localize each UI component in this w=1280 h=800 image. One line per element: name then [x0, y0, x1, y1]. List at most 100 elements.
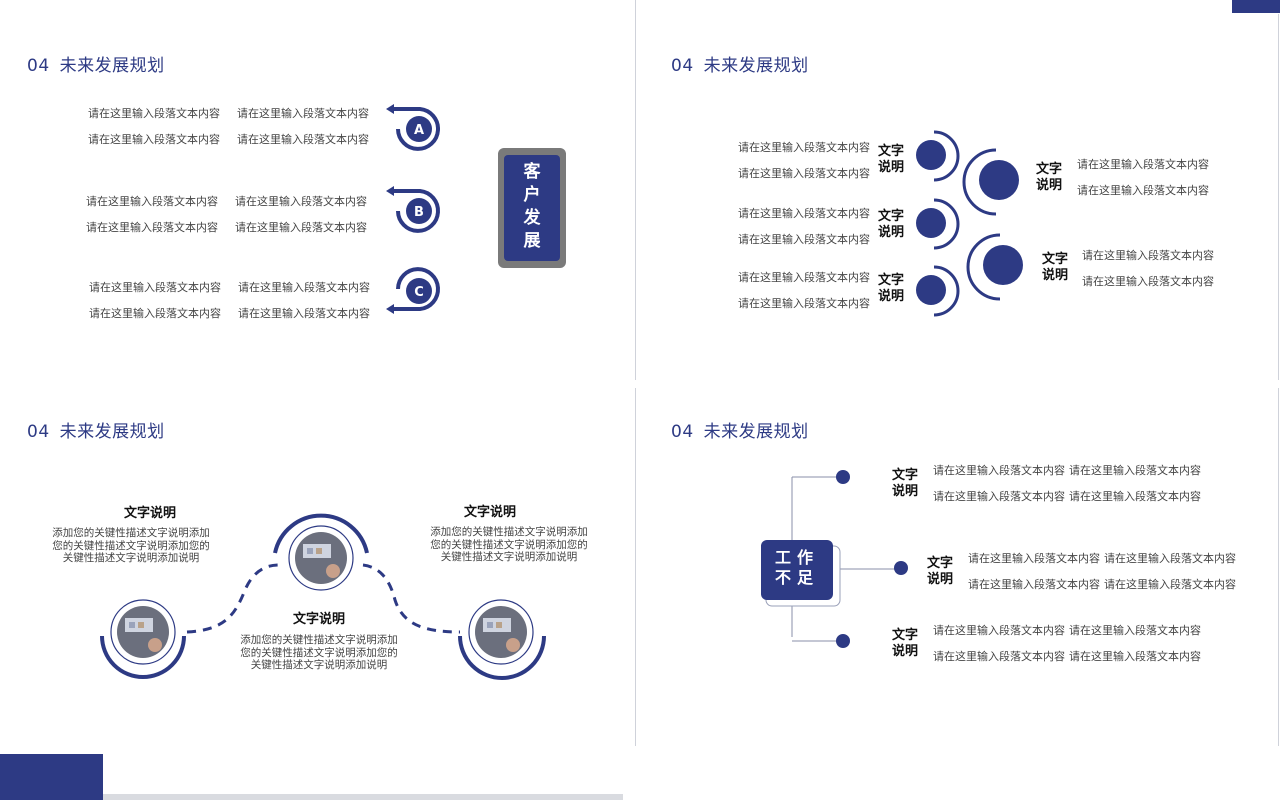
- p2-right-1-text-2: 请在这里输入段落文本内容: [1077, 184, 1209, 197]
- p2-left-3-text-2: 请在这里输入段落文本内容: [738, 297, 870, 310]
- p3-photo-right-icon: [458, 599, 546, 680]
- p3-item-3-desc: 添加您的关键性描述文字说明添加 您的关键性描述文字说明添加您的 关键性描述文字说…: [424, 526, 594, 564]
- p3-item-3-label: 文字说明: [463, 505, 516, 520]
- p4-branch-2-label: 文字说明: [927, 556, 953, 588]
- p4-branch-2-label-line2: 说明: [927, 572, 954, 587]
- p1-center-inner: 客 户 发 展: [504, 155, 560, 261]
- vertical-divider-bottom: [635, 388, 636, 746]
- p4-branch-3-label-line1: 文字: [892, 628, 919, 643]
- p1-row-a-text-1: 请在这里输入段落文本内容: [88, 107, 220, 120]
- p3-item-2-label: 文字说明: [292, 612, 345, 627]
- p3-item-2-desc-line1: 添加您的关键性描述文字说明添加: [240, 634, 398, 646]
- bottom-left-accent-block: [0, 754, 103, 800]
- p3-item-1-desc-line3: 关键性描述文字说明添加说明: [62, 552, 200, 564]
- p2-bubbles-graphic: [916, 130, 1023, 317]
- p3-item-1-desc: 添加您的关键性描述文字说明添加 您的关键性描述文字说明添加您的 关键性描述文字说…: [46, 527, 216, 565]
- panel2-section-number: 04: [671, 56, 694, 76]
- badge-a-letter: A: [414, 123, 424, 138]
- p2-left-2-text-2: 请在这里输入段落文本内容: [738, 233, 870, 246]
- p4-dot-1-icon: [836, 470, 850, 484]
- panel2-section-title: 未来发展规划: [703, 56, 809, 76]
- p4-dot-2-icon: [894, 561, 908, 575]
- p1-row-b-text-3: 请在这里输入段落文本内容: [86, 221, 218, 234]
- p2-left-3-label-line2: 说明: [878, 289, 905, 304]
- p4-center-char-2: 作: [797, 548, 820, 567]
- vertical-divider-top: [635, 0, 636, 380]
- p4-center-label: 工作 不足: [761, 548, 833, 588]
- p2-right-1-label-line2: 说明: [1036, 178, 1063, 193]
- p3-timeline-graphic: [100, 513, 546, 680]
- p2-left-2-label-line1: 文字: [878, 209, 905, 224]
- p3-item-2-desc-line3: 关键性描述文字说明添加说明: [250, 659, 388, 671]
- right-edge-line-top: [1278, 14, 1279, 380]
- p4-center-char-1: 工: [774, 548, 797, 567]
- p2-left-1-text-1: 请在这里输入段落文本内容: [738, 141, 870, 154]
- panel4-section-title: 未来发展规划: [703, 422, 809, 442]
- p4-branch-2-text-3: 请在这里输入段落文本内容: [968, 578, 1100, 591]
- p4-branch-1-label-line2: 说明: [892, 484, 919, 499]
- p3-item-3-desc-line1: 添加您的关键性描述文字说明添加: [430, 526, 588, 538]
- p4-branch-1-text-1: 请在这里输入段落文本内容: [933, 464, 1065, 477]
- p4-dot-3-icon: [836, 634, 850, 648]
- p1-center-box: 客 户 发 展: [498, 148, 566, 268]
- p4-center-char-4: 足: [797, 568, 820, 587]
- p1-row-c-text-3: 请在这里输入段落文本内容: [89, 307, 221, 320]
- p3-photo-left-icon: [100, 599, 186, 679]
- p3-item-3-desc-line2: 您的关键性描述文字说明添加您的: [430, 538, 588, 551]
- p1-row-a-text-2: 请在这里输入段落文本内容: [237, 107, 369, 120]
- p4-branch-3-text-3: 请在这里输入段落文本内容: [933, 650, 1065, 663]
- p4-branch-1-label: 文字说明: [892, 468, 918, 500]
- p2-left-2-label: 文字说明: [878, 209, 904, 241]
- p2-bubble-left-2-icon: [916, 208, 946, 238]
- badge-a-arrow-icon: A: [386, 104, 440, 151]
- badge-c-letter: C: [414, 285, 424, 300]
- p4-center-char-3: 不: [774, 568, 797, 587]
- p4-branch-3-text-2: 请在这里输入段落文本内容: [1069, 624, 1201, 637]
- p2-right-1-label-line1: 文字: [1036, 162, 1063, 177]
- p3-item-1-label: 文字说明: [123, 506, 176, 521]
- p2-right-2-label-line1: 文字: [1042, 252, 1069, 267]
- p1-center-char-2: 户: [523, 185, 541, 205]
- p3-item-1-desc-line2: 您的关键性描述文字说明添加您的: [52, 539, 210, 552]
- top-tick: [635, 0, 636, 14]
- p1-row-c-text-2: 请在这里输入段落文本内容: [238, 281, 370, 294]
- badge-b-arrow-icon: B: [386, 186, 440, 233]
- p2-left-1-label-line2: 说明: [878, 160, 905, 175]
- p1-row-c-text-4: 请在这里输入段落文本内容: [238, 307, 370, 320]
- panel2-title: 04 未来发展规划: [671, 51, 809, 76]
- p2-right-1-text-1: 请在这里输入段落文本内容: [1077, 158, 1209, 171]
- p1-row-b-text-1: 请在这里输入段落文本内容: [86, 195, 218, 208]
- panel3-section-number: 04: [27, 422, 50, 442]
- p2-left-2-text-1: 请在这里输入段落文本内容: [738, 207, 870, 220]
- p4-branch-2-text-2: 请在这里输入段落文本内容: [1104, 552, 1236, 565]
- p2-left-3-text-1: 请在这里输入段落文本内容: [738, 271, 870, 284]
- p4-branch-3-label: 文字说明: [892, 628, 918, 660]
- p4-branch-2-text-1: 请在这里输入段落文本内容: [968, 552, 1100, 565]
- p2-left-1-text-2: 请在这里输入段落文本内容: [738, 167, 870, 180]
- p4-tree-graphic: [761, 470, 908, 648]
- p1-badges-graphic: A B C: [386, 104, 440, 314]
- p1-row-a-text-3: 请在这里输入段落文本内容: [88, 133, 220, 146]
- p1-row-b-text-4: 请在这里输入段落文本内容: [235, 221, 367, 234]
- bottom-gray-bar: [103, 794, 623, 800]
- badge-c-arrow-icon: C: [386, 267, 440, 314]
- p2-bubble-right-2-icon: [983, 245, 1023, 285]
- p2-right-2-label: 文字说明: [1042, 252, 1068, 284]
- p2-left-3-label: 文字说明: [878, 273, 904, 305]
- p4-branch-1-text-3: 请在这里输入段落文本内容: [933, 490, 1065, 503]
- p4-branch-2-label-line1: 文字: [927, 556, 954, 571]
- p2-left-2-label-line2: 说明: [878, 225, 905, 240]
- panel4-section-number: 04: [671, 422, 694, 442]
- p1-row-a-text-4: 请在这里输入段落文本内容: [237, 133, 369, 146]
- p2-right-2-text-1: 请在这里输入段落文本内容: [1082, 249, 1214, 262]
- p1-center-char-1: 客: [523, 162, 541, 182]
- p4-branch-3-text-4: 请在这里输入段落文本内容: [1069, 650, 1201, 663]
- panel4-title: 04 未来发展规划: [671, 417, 809, 442]
- p2-right-2-label-line2: 说明: [1042, 268, 1069, 283]
- p2-bubble-left-3-icon: [916, 275, 946, 305]
- right-edge-line-bottom: [1278, 388, 1279, 746]
- p4-branch-1-text-4: 请在这里输入段落文本内容: [1069, 490, 1201, 503]
- p2-right-2-text-2: 请在这里输入段落文本内容: [1082, 275, 1214, 288]
